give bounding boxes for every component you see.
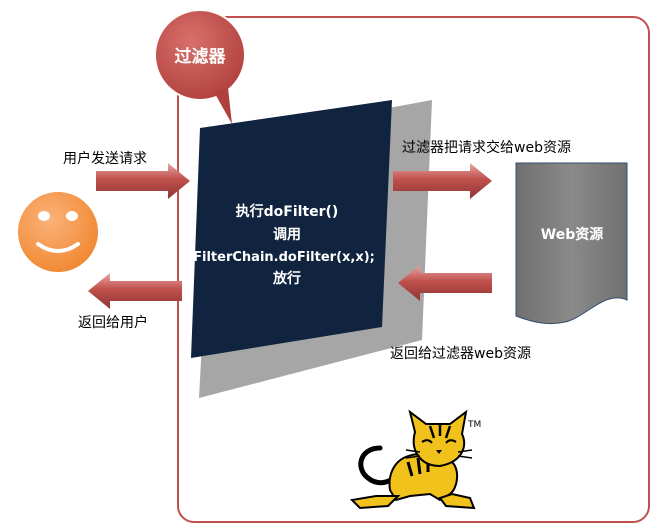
filter-text-line4: 放行 — [272, 270, 301, 287]
filter-bubble: 过滤器 — [154, 9, 246, 124]
filter-text-line3: FilterChain.doFilter(x,x); — [193, 250, 375, 265]
tomcat-logo-icon: TM — [349, 409, 481, 510]
return-to-filter-label: 返回给过滤器web资源 — [390, 346, 531, 362]
arrow-pass-to-resource — [393, 163, 492, 199]
user-smiley-icon — [16, 190, 100, 274]
filter-text-line1: 执行doFilter() — [236, 203, 339, 220]
web-resource: Web资源 — [515, 162, 628, 325]
filter-box-text: 执行doFilter() 调用 FilterChain.doFilter(x,x… — [193, 203, 375, 287]
request-label: 用户发送请求 — [63, 150, 147, 167]
arrow-return-to-filter — [398, 265, 492, 301]
tomcat-trademark: TM — [467, 420, 481, 430]
arrow-return-user — [88, 273, 182, 309]
filter-text-line2: 调用 — [273, 227, 301, 243]
tomcat-container — [177, 16, 650, 523]
filter-box — [191, 100, 392, 358]
pass-to-resource-label: 过滤器把请求交给web资源 — [402, 139, 571, 156]
filter-bubble-label: 过滤器 — [175, 46, 227, 67]
return-user-label: 返回给用户 — [78, 314, 148, 331]
web-resource-label: Web资源 — [541, 226, 603, 243]
arrow-request-in — [96, 163, 190, 199]
